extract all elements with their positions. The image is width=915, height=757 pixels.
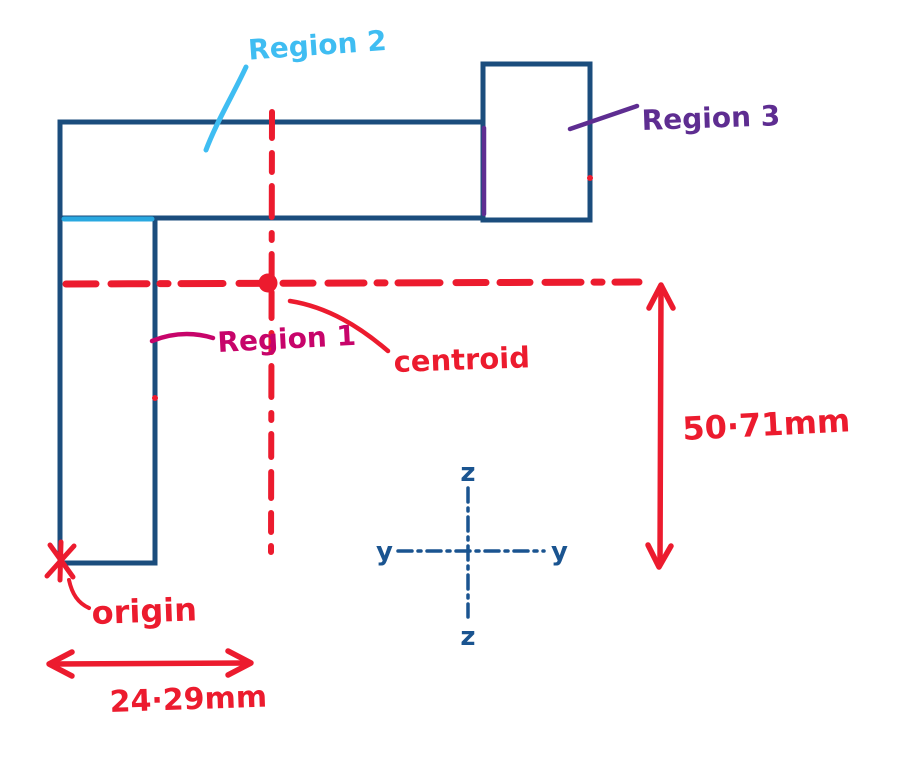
arrowhead-down-icon [645, 542, 674, 570]
dimension-vertical: 50·71mm [645, 282, 851, 570]
region3-annotation: Region 3 [567, 99, 781, 137]
region1-leader-line [149, 331, 216, 344]
centroid-leader-line [287, 298, 391, 354]
asterisk-icon [44, 539, 77, 583]
region1-annotation: Region 1 [149, 319, 357, 359]
axis-y-right-label: y [551, 537, 568, 567]
stray-mark [152, 395, 158, 401]
dimension-horizontal-line [50, 660, 250, 667]
region2-label: Region 2 [247, 24, 388, 67]
axis-z-top-label: z [460, 458, 475, 488]
dimension-horizontal: 24·29mm [46, 648, 268, 720]
region1-shape [57, 215, 158, 566]
arrowhead-left-icon [46, 649, 75, 679]
origin-label: origin [91, 590, 198, 632]
centroid-point [258, 273, 278, 293]
region3-label: Region 3 [641, 99, 781, 137]
stray-mark [587, 175, 593, 181]
dimension-horizontal-label: 24·29mm [109, 680, 268, 720]
centroid-crosshair [62, 109, 643, 555]
origin-leader-line [67, 578, 91, 610]
arrowhead-right-icon [225, 648, 254, 678]
region3-shape [480, 61, 593, 223]
region3-leader-line [567, 103, 640, 132]
axis-symbol: y y z z [376, 458, 568, 652]
region2-annotation: Region 2 [203, 24, 388, 153]
arrowhead-up-icon [646, 282, 676, 311]
region2-leader-line [203, 64, 249, 153]
centroid-label: centroid [393, 340, 530, 379]
centroid-annotation: centroid [287, 298, 530, 379]
centroid-axis-vertical [268, 109, 275, 555]
dimension-vertical-label: 50·71mm [681, 401, 851, 448]
centroid-axis-horizontal [62, 278, 643, 288]
dimension-vertical-line [657, 286, 664, 566]
axis-y-left-label: y [376, 537, 393, 567]
origin-marker: origin [44, 539, 198, 632]
region1-label: Region 1 [217, 319, 357, 359]
axis-z-bottom-label: z [460, 622, 475, 652]
